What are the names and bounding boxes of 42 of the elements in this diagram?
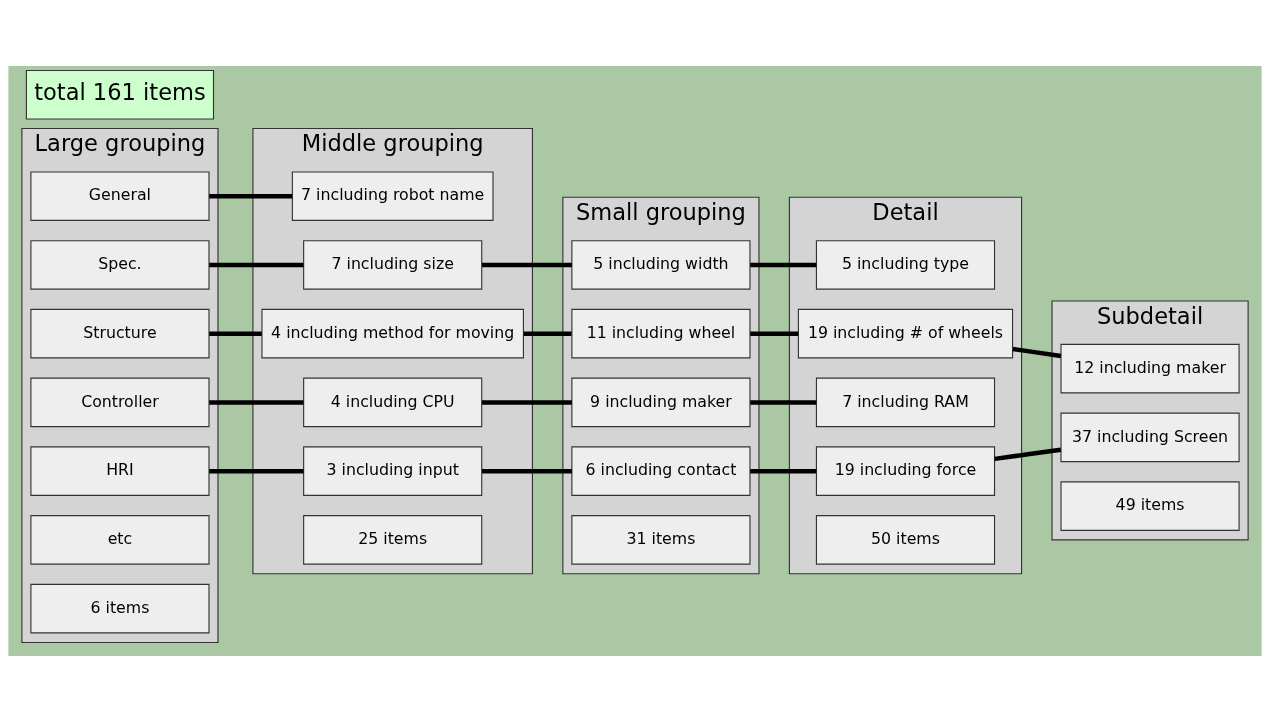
node-box: 19 including force	[815, 446, 996, 496]
node-box: 6 including contact	[571, 446, 751, 496]
node-box: 6 items	[30, 583, 210, 634]
connector	[750, 468, 817, 474]
node-box: 5 including type	[815, 240, 996, 290]
node-box: 37 including Screen	[1060, 412, 1240, 463]
node-box: 7 including size	[303, 240, 483, 290]
connector	[482, 468, 572, 474]
node-box: 9 including maker	[571, 377, 751, 428]
node-box: 49 items	[1060, 481, 1240, 531]
node-box: 5 including width	[571, 240, 751, 290]
node-box: 19 including # of wheels	[797, 308, 1014, 359]
connector	[209, 262, 304, 268]
node-box: 4 including method for moving	[261, 308, 524, 359]
node-box: 11 including wheel	[571, 308, 751, 359]
connector	[750, 331, 799, 336]
connector	[209, 400, 304, 405]
node-box: 31 items	[571, 515, 751, 565]
node-box: HRI	[30, 446, 210, 496]
connector	[482, 400, 572, 405]
node-box: total 161 items	[25, 69, 215, 120]
node-box: Controller	[30, 377, 210, 428]
node-box: 7 including RAM	[815, 377, 996, 428]
connector	[1012, 346, 1062, 359]
node-box: 50 items	[815, 515, 996, 565]
node-box: 12 including maker	[1060, 343, 1240, 394]
node-box: General	[30, 171, 210, 221]
node-box: 25 items	[303, 515, 483, 565]
connector	[523, 331, 572, 336]
connector	[209, 331, 262, 336]
node-box: Structure	[30, 308, 210, 359]
connector	[750, 400, 817, 405]
connector	[994, 447, 1062, 462]
node-box: etc	[30, 515, 210, 565]
node-box: 4 including CPU	[303, 377, 483, 428]
connector	[750, 262, 817, 268]
node-box: 7 including robot name	[291, 171, 494, 221]
node-box: 3 including input	[303, 446, 483, 496]
node-box: Spec.	[30, 240, 210, 290]
connector	[482, 262, 572, 268]
connector	[209, 468, 304, 474]
connector	[209, 193, 293, 199]
